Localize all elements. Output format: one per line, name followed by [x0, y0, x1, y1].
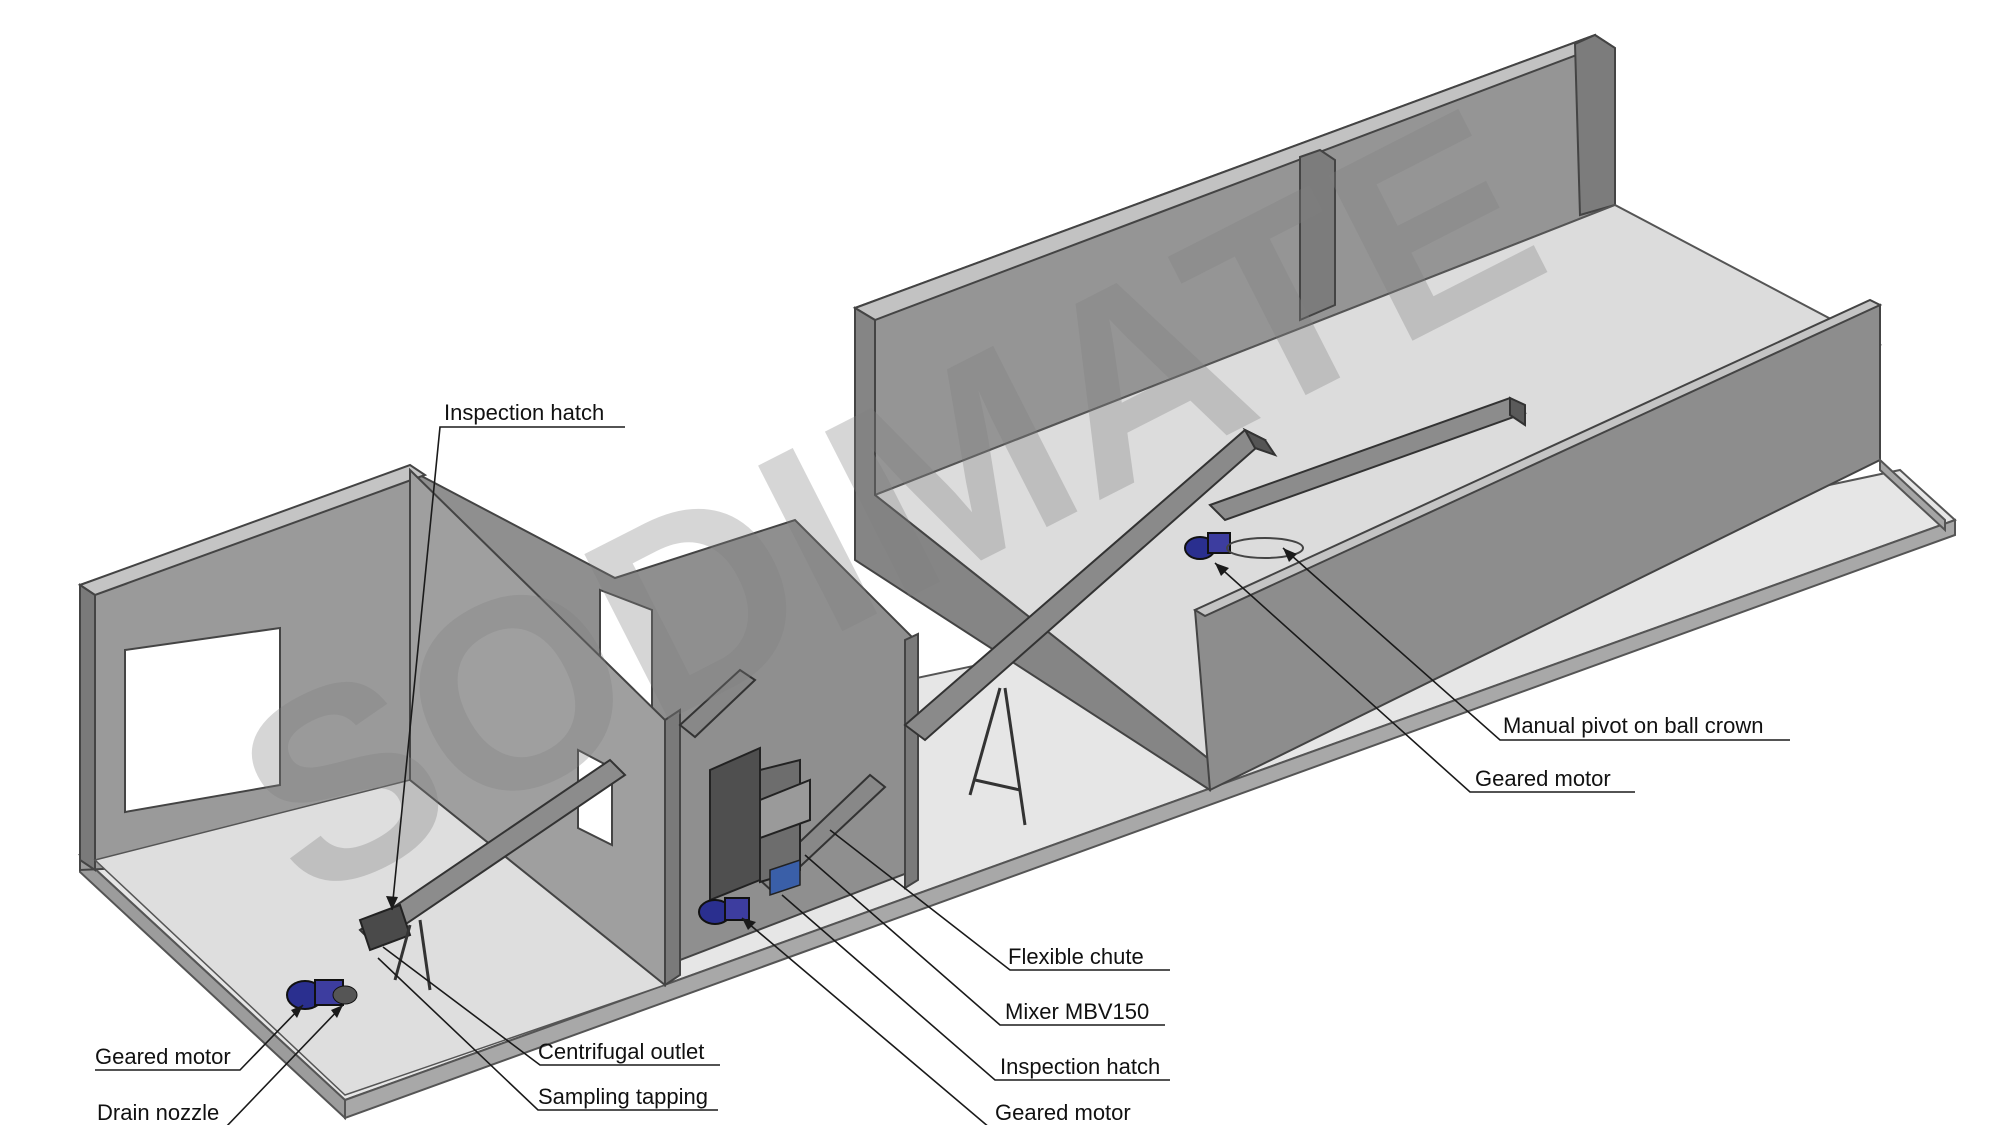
mixer-unit	[709, 746, 811, 902]
label-manual-pivot: Manual pivot on ball crown	[1503, 713, 1763, 738]
conveyor-support	[968, 687, 1027, 826]
label-flexible-chute: Flexible chute	[1008, 944, 1144, 969]
leader-arrows	[291, 548, 1297, 1018]
geared-motor-left-part	[286, 979, 358, 1010]
mixer-feed-conveyor	[678, 668, 757, 739]
conveyor-group	[286, 396, 1527, 1010]
leader-lines	[95, 426, 1790, 1129]
label-inspection-hatch-top: Inspection hatch	[444, 400, 604, 425]
label-inspection-hatch-bottom: Inspection hatch	[1000, 1054, 1160, 1079]
label-sampling-tapping: Sampling tapping	[538, 1084, 708, 1109]
label-drain-nozzle: Drain nozzle	[97, 1100, 219, 1125]
outlet-support	[393, 919, 432, 991]
label-geared-motor-middle: Geared motor	[995, 1100, 1131, 1125]
label-geared-motor-left: Geared motor	[95, 1044, 231, 1069]
storage-bay-walls	[852, 33, 1946, 792]
callout-labels: Inspection hatch Manual pivot on ball cr…	[95, 400, 1763, 1125]
label-mixer: Mixer MBV150	[1005, 999, 1149, 1024]
geared-motor-middle-part	[698, 897, 750, 925]
label-geared-motor-right: Geared motor	[1475, 766, 1611, 791]
label-centrifugal-outlet: Centrifugal outlet	[538, 1039, 704, 1064]
geared-motor-right-part	[1184, 532, 1304, 560]
